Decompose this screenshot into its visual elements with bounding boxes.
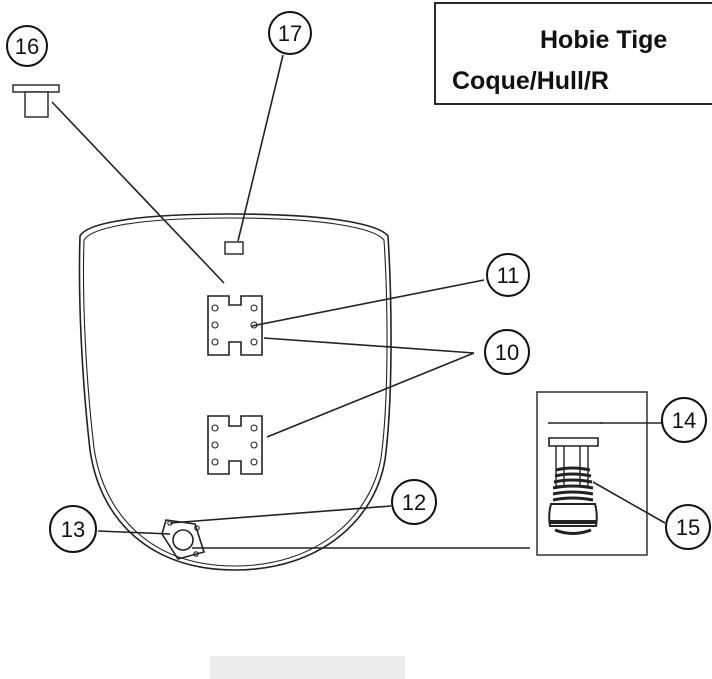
callout-10: 10 [484,329,530,375]
hull-outline [78,213,392,571]
callout-13: 13 [49,505,97,553]
callout-12: 12 [391,479,437,525]
title-line-2: Coque/Hull/R [452,67,609,95]
callout-11-label: 11 [497,263,520,288]
callout-15: 15 [665,504,711,550]
callout-16: 16 [6,25,48,67]
callout-12-label: 12 [402,490,426,515]
callout-11: 11 [486,253,530,297]
callout-16-label: 16 [15,34,39,59]
drain-port-plate [161,519,206,560]
upper-hinge-plate [207,295,263,356]
footer-placeholder-bar [210,656,405,679]
title-box: Hobie Tige Coque/Hull/R [434,2,712,105]
cap-part [12,84,60,118]
lower-hinge-plate [207,415,263,475]
callout-14: 14 [661,397,707,443]
callout-10-label: 10 [495,340,519,365]
drain-plate-square [224,241,244,255]
callout-17-label: 17 [278,21,302,46]
title-line-1: Hobie Tige [540,26,667,54]
callout-17: 17 [268,11,312,55]
callout-13-label: 13 [61,517,85,542]
callout-14-label: 14 [672,408,696,433]
callout-15-label: 15 [676,515,700,540]
leader-lines [51,54,666,549]
drain-plug-inset [536,391,648,556]
